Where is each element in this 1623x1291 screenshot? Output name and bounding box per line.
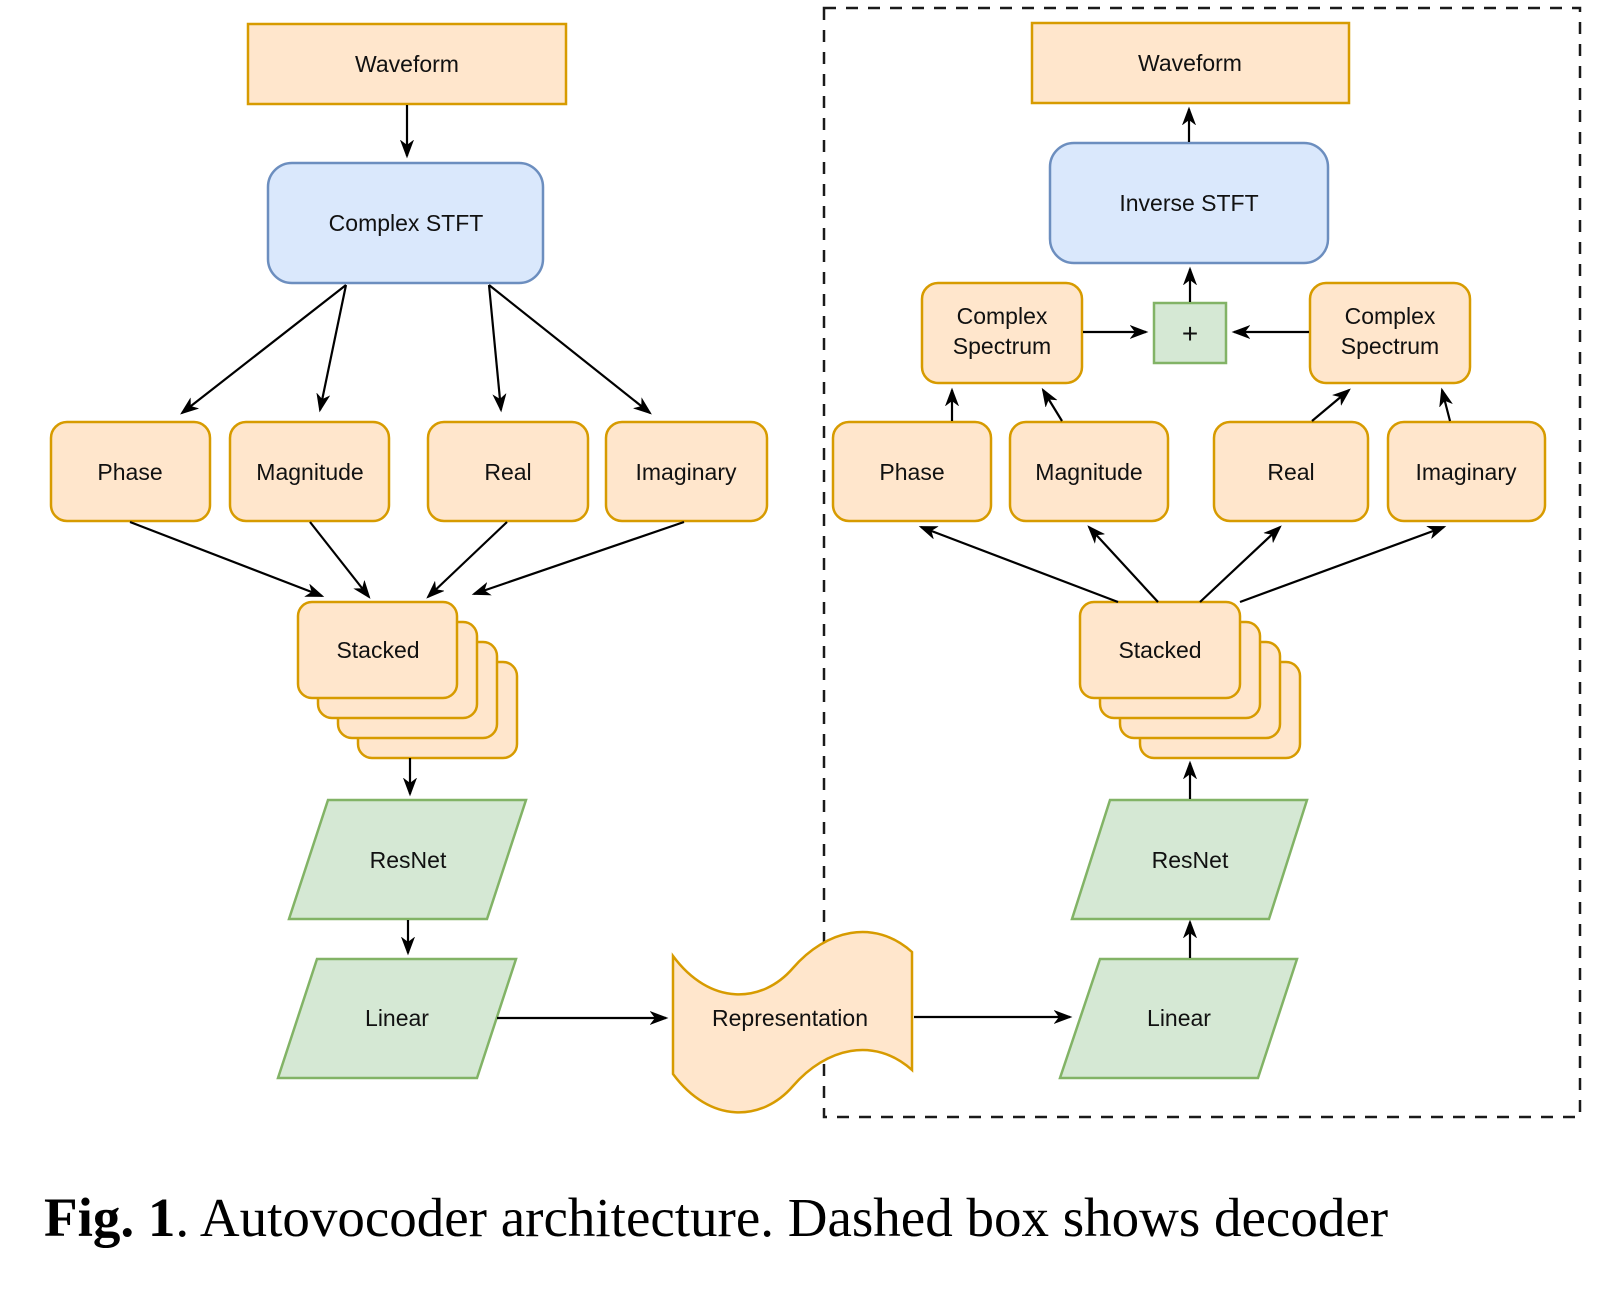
node-encoder-magnitude: Magnitude (228, 420, 391, 523)
arrow-real-to-stacked (428, 521, 508, 597)
decoder-real-label: Real (1267, 459, 1314, 485)
arrow-imaginary-to-complex-spectrum (1442, 390, 1450, 422)
complex-spectrum-left-line2: Spectrum (953, 333, 1051, 359)
autovocoder-diagram: Waveform Complex STFT Phase Magnitude Re… (49, 6, 1582, 1119)
encoder-imaginary-label: Imaginary (636, 459, 737, 485)
encoder-waveform-label: Waveform (355, 51, 459, 77)
arrow-magnitude-to-complex-spectrum (1043, 390, 1063, 422)
node-encoder-linear: Linear (276, 957, 518, 1080)
decoder-stacked-label: Stacked (1118, 637, 1201, 663)
arrow-stft-to-imaginary (488, 284, 650, 413)
figure-caption-text: . Autovocoder architecture. Dashed box s… (175, 1187, 1389, 1248)
representation-label: Representation (712, 1005, 868, 1031)
node-encoder-real: Real (426, 420, 590, 523)
decoder-phase-label: Phase (879, 459, 944, 485)
encoder-linear-label: Linear (365, 1005, 429, 1031)
decoder-imaginary-label: Imaginary (1416, 459, 1517, 485)
arrow-stacked-to-real (1199, 527, 1280, 603)
decoder-dashed-box (822, 6, 1582, 1119)
node-complex-spectrum-left: Complex Spectrum (920, 281, 1084, 385)
arrow-stacked-to-magnitude (1089, 527, 1159, 603)
arrow-stacked-to-phase (921, 525, 1119, 604)
arrow-phase-to-stacked (129, 520, 322, 598)
encoder-stacked-label: Stacked (336, 637, 419, 663)
inverse-stft-label: Inverse STFT (1119, 190, 1258, 216)
node-decoder-resnet: ResNet (1070, 798, 1309, 921)
complex-spectrum-left-line1: Complex (957, 303, 1048, 329)
encoder-real-label: Real (484, 459, 531, 485)
node-encoder-phase: Phase (49, 420, 212, 523)
node-decoder-linear: Linear (1058, 957, 1299, 1080)
decoder-magnitude-label: Magnitude (1035, 459, 1142, 485)
node-decoder-real: Real (1212, 420, 1370, 523)
arrow-stft-to-magnitude (320, 284, 348, 410)
arrow-magnitude-to-stacked (309, 521, 369, 597)
node-encoder-imaginary: Imaginary (604, 420, 769, 523)
node-decoder-magnitude: Magnitude (1008, 420, 1170, 523)
decoder-waveform-label: Waveform (1138, 50, 1242, 76)
node-representation: Representation (671, 930, 914, 1114)
complex-spectrum-right-line1: Complex (1345, 303, 1436, 329)
complex-spectrum-right-line2: Spectrum (1341, 333, 1439, 359)
node-encoder-stacked: Stacked (296, 600, 519, 760)
plus-label: + (1182, 318, 1198, 349)
decoder-resnet-label: ResNet (1152, 847, 1229, 873)
arrow-stft-to-real (487, 284, 501, 410)
node-inverse-stft: Inverse STFT (1048, 141, 1330, 265)
node-plus: + (1152, 301, 1228, 365)
encoder-phase-label: Phase (97, 459, 162, 485)
node-encoder-waveform: Waveform (246, 22, 568, 106)
node-decoder-waveform: Waveform (1030, 21, 1351, 105)
node-complex-spectrum-right: Complex Spectrum (1308, 281, 1472, 385)
complex-stft-label: Complex STFT (329, 210, 484, 236)
figure-caption-number: Fig. 1 (44, 1187, 176, 1248)
arrow-real-to-complex-spectrum (1311, 390, 1349, 422)
node-decoder-phase: Phase (831, 420, 993, 523)
encoder-resnet-label: ResNet (370, 847, 447, 873)
figure-caption: Fig. 1. Autovocoder architecture. Dashed… (44, 1186, 1604, 1249)
arrow-imaginary-to-stacked (474, 520, 685, 594)
node-encoder-resnet: ResNet (287, 798, 528, 921)
node-decoder-imaginary: Imaginary (1386, 420, 1547, 523)
arrow-stft-to-phase (182, 284, 347, 413)
encoder-magnitude-label: Magnitude (256, 459, 363, 485)
arrow-stacked-to-imaginary (1239, 525, 1444, 604)
decoder-linear-label: Linear (1147, 1005, 1211, 1031)
node-decoder-stacked: Stacked (1078, 600, 1302, 760)
node-complex-stft: Complex STFT (266, 161, 545, 285)
